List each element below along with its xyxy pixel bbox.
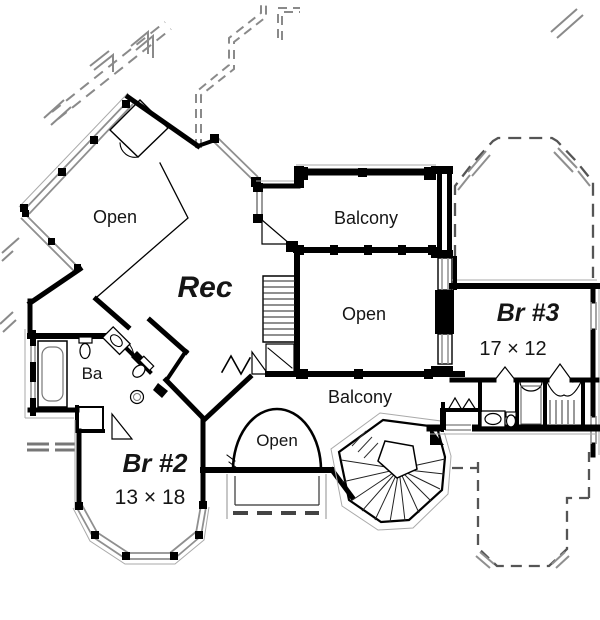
balcony-top: Balcony xyxy=(253,164,441,255)
room-size-br3: 17 × 12 xyxy=(479,338,546,360)
room-label-open-center: Open xyxy=(342,304,386,324)
spiral-staircase xyxy=(330,402,452,531)
bedroom-2: Br #2 13 × 18 xyxy=(72,412,210,565)
room-label-br3: Br #3 xyxy=(497,299,560,327)
balcony-lower: Balcony Open xyxy=(200,387,392,519)
window-mullion xyxy=(20,204,28,212)
chimney-wall-column xyxy=(431,166,454,374)
vestibule xyxy=(440,396,482,430)
toilet-icon xyxy=(132,355,155,378)
vanity-icon xyxy=(480,410,506,428)
sink-icon xyxy=(129,389,145,405)
hallway-walls xyxy=(162,348,311,423)
room-label-open-upper-left: Open xyxy=(93,207,137,227)
closet-door-arcs xyxy=(546,381,582,424)
room-label-open-arch: Open xyxy=(256,431,298,450)
room-size-br2: 13 × 18 xyxy=(115,486,186,509)
room-label-balcony-top: Balcony xyxy=(334,208,398,228)
bath-closet-block xyxy=(101,316,190,405)
room-open-center: Open xyxy=(294,249,465,379)
lower-bay-dashed-outline xyxy=(452,452,591,569)
turret-dashed-outline xyxy=(453,136,595,278)
door-swing xyxy=(111,412,134,440)
bathtub-icon xyxy=(37,340,68,408)
door-swing xyxy=(251,350,270,375)
room-label-balcony-lower: Balcony xyxy=(328,387,392,407)
room-open-upper-left: Open xyxy=(18,92,261,337)
vanity-icon xyxy=(101,325,132,356)
room-label-ba: Ba xyxy=(82,364,103,383)
straight-staircase xyxy=(262,275,296,373)
toilet-icon xyxy=(505,411,517,428)
door-swing xyxy=(261,218,292,245)
room-label-rec: Rec xyxy=(177,271,232,304)
shower-icon xyxy=(519,381,543,425)
bathroom-left: Ba xyxy=(24,329,116,433)
roof-dash-lines xyxy=(0,0,584,452)
chimney xyxy=(435,290,454,334)
bath-row-right xyxy=(426,362,600,435)
room-label-br2: Br #2 xyxy=(122,448,188,478)
toilet-icon xyxy=(78,336,93,360)
